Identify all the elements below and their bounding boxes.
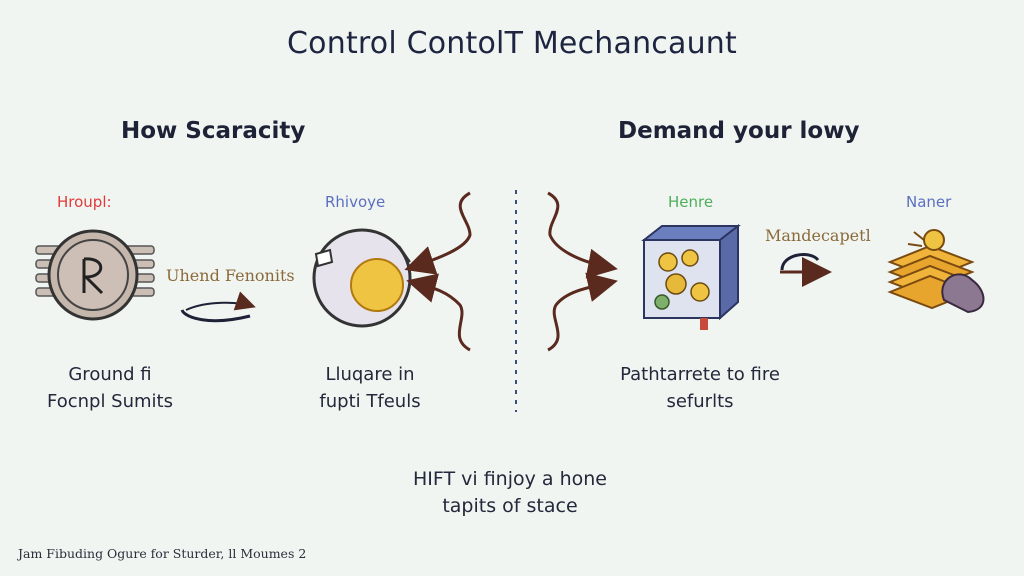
caption-line: Focnpl Sumits: [47, 391, 173, 412]
caption-line: Lluqare in: [325, 364, 415, 385]
page-title: Control ContolT Mechancaunt: [287, 26, 737, 61]
connector-label-right: Mandecapetl: [765, 226, 871, 245]
caption-lluqare: Lluqare in fupti Tfeuls: [280, 361, 460, 415]
inflow-arrows: [404, 191, 472, 352]
connector-label-left: Uhend Fenonits: [166, 266, 295, 285]
right-section-heading: Demand your lowy: [618, 118, 860, 144]
node-label-rhivoye: Rhivoye: [325, 193, 386, 211]
stacked-coins-icon: [887, 229, 985, 314]
left-section-heading: How Scaracity: [121, 118, 306, 144]
caption-line: fupti Tfeuls: [319, 391, 421, 412]
coin-icon: [35, 229, 155, 321]
egg-orb-icon: [312, 228, 412, 328]
caption-line: Ground fi: [68, 364, 152, 385]
caption-ground: Ground fi Focnpl Sumits: [20, 361, 200, 415]
caption-line: Pathtarrete to fire: [620, 364, 780, 385]
bottom-text: HIFT vi finjoy a hone tapits of stace: [380, 466, 640, 520]
bottom-text-line: tapits of stace: [442, 495, 578, 517]
node-label-hroupl: Hroupl:: [57, 193, 112, 211]
coin-box-icon: [641, 223, 741, 330]
caption-pathtarrete: Pathtarrete to fire sefurlts: [590, 361, 810, 415]
footer-credit: Jam Fibuding Ogure for Sturder, ll Moume…: [18, 546, 307, 561]
node-label-henre: Henre: [668, 193, 714, 211]
outflow-arrows: [547, 191, 618, 352]
node-label-naner: Naner: [906, 193, 952, 211]
caption-line: sefurlts: [666, 391, 734, 412]
bottom-text-line: HIFT vi finjoy a hone: [413, 468, 607, 490]
